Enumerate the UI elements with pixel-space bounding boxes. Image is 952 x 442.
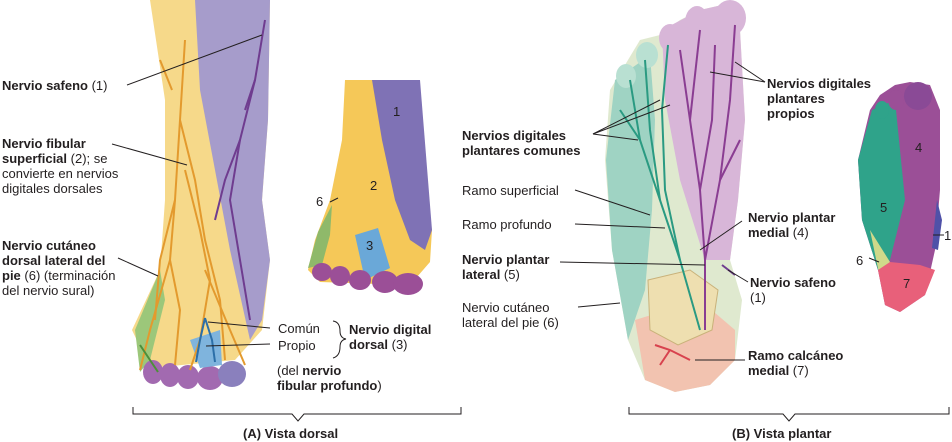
label-common-plantar-digital-nerves: Nervios digitales plantares comunes [462,128,581,158]
dorsal-leader-lines [111,34,347,359]
bracket-dorsal [132,407,462,422]
zone-number-4-plantar: 4 [915,140,923,155]
label-superficial-fibular-nerve: Nervio fibular superficial (2); se convi… [2,136,119,196]
label-saphenous-nerve: Nervio safeno (1) [2,78,108,93]
zone-number-1-plantar: 1 [944,228,952,243]
zone-number-6-dorsal: 6 [316,194,324,209]
dorsal-zone-map [308,80,432,295]
label-saphenous-nerve-plantar: Nervio safeno (1) [750,275,836,305]
zone-number-7-plantar: 7 [903,276,911,291]
label-medial-calcaneal-branch: Ramo calcáneo medial (7) [748,348,844,378]
plantar-foot-illustration [605,0,746,392]
dorsal-foot-illustration [132,0,270,390]
caption-plantar-view: (B) Vista plantar [732,426,832,441]
caption-dorsal-view: (A) Vista dorsal [243,426,339,441]
label-proper-plantar-digital-nerves: Nervios digitales plantares propios [767,76,872,121]
plantar-leader-lines [559,61,944,361]
label-superficial-branch: Ramo superficial [462,183,559,198]
label-deep-fibular-note: (del nervio fibular profundo) [277,363,382,393]
plantar-zone-map [858,82,942,312]
label-lateral-dorsal-cutaneous-nerve: Nervio cutáneo dorsal lateral del pie (6… [2,238,116,298]
label-propio: Propio [278,338,316,353]
label-deep-branch: Ramo profundo [462,217,552,232]
label-comun: Común [278,321,320,336]
zone-number-6-plantar: 6 [856,253,864,268]
label-dorsal-digital-nerve: Nervio digital dorsal (3) [349,322,432,352]
label-lateral-cutaneous-nerve: Nervio cutáneo lateral del pie (6) [462,300,559,330]
zone-number-2-dorsal: 2 [370,178,378,193]
zone-number-5-plantar: 5 [880,200,888,215]
zone-number-1-dorsal: 1 [393,104,401,119]
bracket-plantar [628,407,950,422]
label-medial-plantar-nerve: Nervio plantar medial (4) [748,210,836,240]
zone-number-3-dorsal: 3 [366,238,374,253]
label-lateral-plantar-nerve: Nervio plantar lateral (5) [462,252,550,282]
